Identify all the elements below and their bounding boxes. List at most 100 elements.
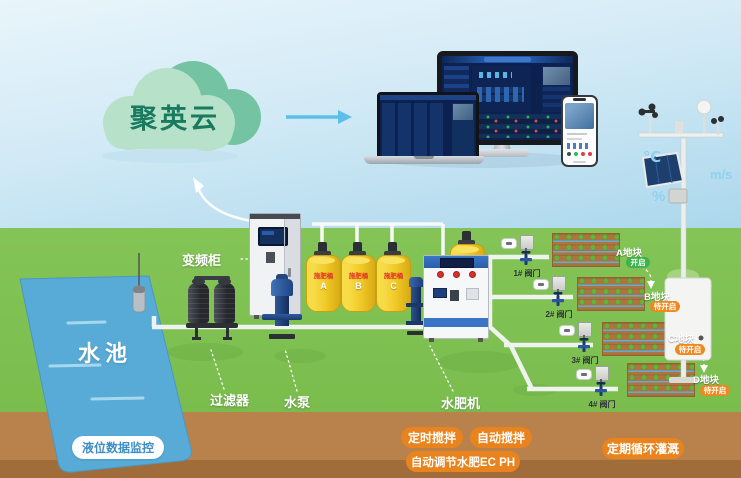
plot-a-status-badge: 开启 (626, 257, 650, 268)
plot-b-name: B地块 (644, 292, 670, 303)
cloud-icon (103, 61, 261, 151)
monitor-stand-base (477, 149, 529, 157)
cabinet-vent (266, 252, 275, 263)
phone-text-line (567, 138, 582, 140)
machine-meter (433, 288, 447, 298)
machine-screen (440, 258, 474, 268)
fertilizer-tank-a: 施肥桶 A (306, 242, 341, 312)
cloud-platform: 聚英云 (75, 55, 275, 165)
valve-controller-box (552, 276, 566, 291)
sensor-box-small (675, 121, 683, 133)
laptop (377, 92, 479, 164)
pump-motor (271, 279, 293, 296)
wireless-node-icon (559, 325, 575, 336)
wireless-node-icon (533, 279, 549, 290)
tank-mixer-motor (353, 242, 362, 254)
cabinet-screen (258, 227, 288, 246)
station-crossarm (638, 132, 724, 138)
radiation-shield-icon (696, 99, 712, 115)
field-plot-c (602, 322, 670, 356)
wind-speed-unit-label: m/s (710, 167, 733, 182)
valve-icon (520, 251, 532, 265)
booster-pump (405, 277, 427, 335)
feature-auto-stirring: 自动搅拌 (470, 427, 532, 448)
feature-timed-stirring: 定时搅拌 (401, 427, 463, 448)
plot-c-name: C地块 (668, 334, 694, 345)
wind-cups-icon (711, 116, 724, 124)
valve-controller-box (595, 366, 609, 381)
humidity-unit-label: % (652, 188, 666, 205)
fertigation-machine-label: 水肥机 (441, 396, 481, 411)
tank-mixer-motor (462, 231, 471, 243)
pump-label: 水泵 (284, 395, 311, 410)
valve-icon (552, 292, 564, 306)
field-plot-a (552, 233, 620, 267)
cloud-to-screens-arrowhead (338, 110, 352, 124)
machine-buttons (424, 271, 488, 278)
valve-icon (578, 338, 590, 352)
upload-arrow-curve (197, 189, 253, 223)
valve-group-3: 3# 阀门 (559, 322, 611, 366)
level-monitoring-badge: 液位数据监控 (72, 436, 164, 459)
water-pool (19, 275, 192, 473)
ground-shadow (167, 343, 243, 361)
fertigation-machine (423, 255, 489, 342)
machine-meter (450, 290, 459, 301)
valve-controller-box (578, 322, 592, 337)
valve-label: 3# 阀门 (571, 356, 599, 365)
water-pump (262, 274, 302, 342)
water-ripples (48, 320, 145, 401)
dashboard-title-block (483, 57, 532, 62)
feature-auto-ec-ph: 自动调节水肥EC PH (406, 451, 520, 472)
valve-group-2: 2# 阀门 (533, 276, 585, 320)
upload-arrow-head (193, 177, 204, 193)
cloud-shadow (102, 149, 238, 163)
weather-station (638, 99, 724, 383)
valve-icon (595, 382, 607, 396)
tank-mixer-motor (388, 242, 397, 254)
valve-label: 1# 阀门 (513, 269, 541, 278)
plot-a-name: A地块 (616, 248, 642, 259)
fertilizer-tank-c: 施肥桶 C (376, 242, 411, 312)
schematic-valves (476, 86, 524, 103)
filter-label: 过滤器 (210, 393, 250, 408)
machine-panel (466, 288, 479, 300)
laptop-base (364, 156, 484, 164)
phone-mini-chart (567, 143, 591, 149)
anemometer-icon (638, 103, 658, 118)
cabinet-label: 变频柜 (182, 253, 222, 268)
laptop-dashboard-side-panel (452, 103, 474, 158)
station-base (669, 377, 698, 383)
disc-filter (186, 276, 238, 341)
cabinet-top-strip (250, 214, 300, 219)
plot-d-status-badge: 待开启 (700, 385, 730, 396)
plot-b-status-badge: 待开启 (650, 301, 680, 312)
cabinet-door-seam (284, 219, 285, 315)
valve-label: 2# 阀门 (545, 310, 573, 319)
phone-notch (572, 98, 587, 101)
laptop-camera-thumbnail (453, 104, 473, 120)
feature-cycle-irrigation: 定期循环灌溉 (602, 438, 684, 459)
laptop-dashboard-header (380, 95, 476, 100)
schematic-tanks (479, 71, 512, 78)
camera-feed-thumbnail (543, 67, 570, 85)
field-plot-b (577, 277, 645, 311)
temperature-unit-label: ℃ (643, 149, 662, 166)
filter-canister (188, 278, 209, 323)
smartphone (561, 95, 598, 167)
wireless-node-icon (576, 369, 592, 380)
sensor-box (668, 188, 688, 204)
tank-mixer-motor (318, 242, 327, 254)
fertilizer-tank-b: 施肥桶 B (341, 242, 376, 312)
plot-d-name: D地块 (693, 375, 719, 386)
filter-canister (214, 278, 235, 323)
solar-panel (641, 151, 685, 189)
phone-camera-view (565, 103, 594, 129)
phone-home-bar (572, 161, 587, 163)
phone-control-buttons (563, 152, 596, 156)
cabinet-handle (288, 268, 291, 277)
valve-group-1: 1# 阀门 (501, 235, 553, 279)
dashboard-schematic-panel (472, 66, 531, 112)
pool-name: 水池 (77, 341, 132, 366)
